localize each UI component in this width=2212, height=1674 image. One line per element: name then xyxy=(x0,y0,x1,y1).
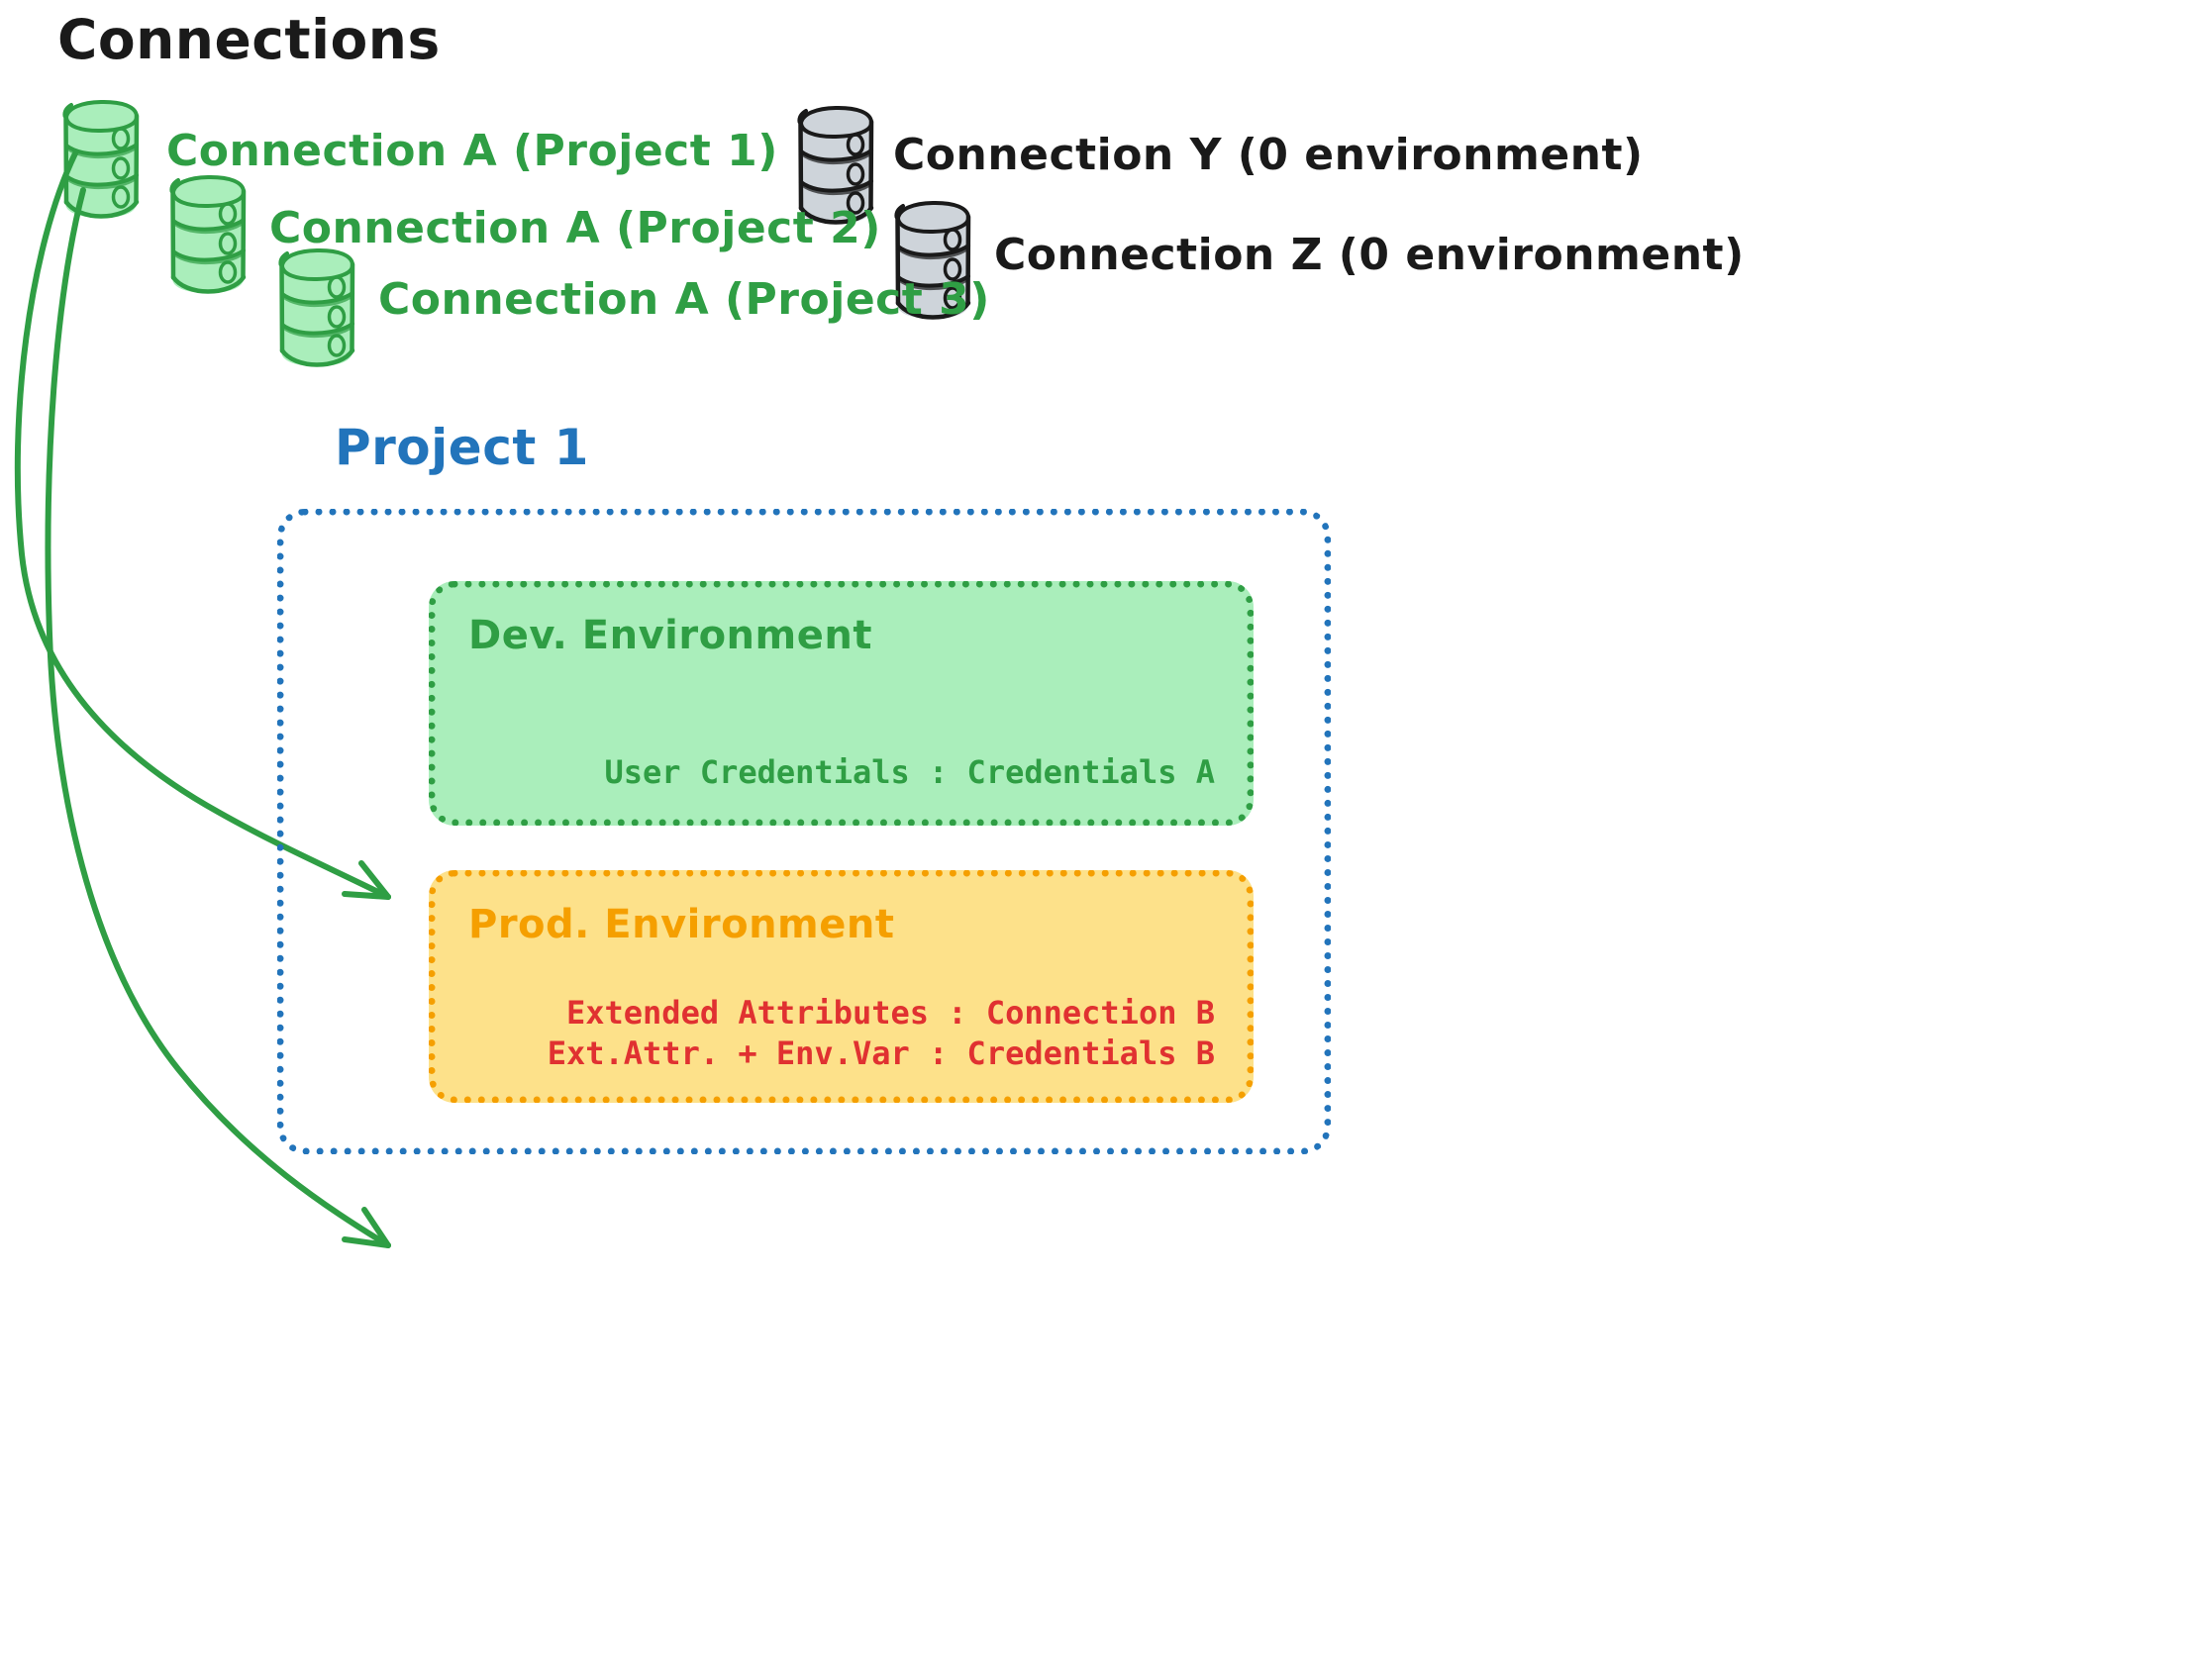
prod-environment-title: Prod. Environment xyxy=(468,902,895,947)
prod-line-1: Extended Attributes : Connection B xyxy=(565,994,1215,1033)
connection-label-a3: Connection A (Project 3) xyxy=(378,274,990,325)
project-label: Project 1 xyxy=(335,419,589,476)
dev-environment-title: Dev. Environment xyxy=(468,613,872,658)
database-icon-connection-a1 xyxy=(64,101,137,218)
dev-environment-box: Dev. Environment User Credentials : Cred… xyxy=(429,581,1254,826)
database-icon-connection-a3 xyxy=(280,249,352,366)
dev-environment-credentials: User Credentials : Credentials A xyxy=(604,753,1216,792)
prod-line-2: Ext.Attr. + Env.Var : Credentials B xyxy=(547,1034,1215,1073)
connection-label-y: Connection Y (0 environment) xyxy=(893,130,1644,180)
database-icon-connection-a2 xyxy=(171,176,244,293)
connection-label-a1: Connection A (Project 1) xyxy=(166,126,778,176)
page-title: Connections xyxy=(57,8,441,71)
project-container xyxy=(277,509,1331,1154)
connection-label-a2: Connection A (Project 2) xyxy=(269,203,881,253)
prod-environment-box: Prod. Environment Extended Attributes : … xyxy=(429,870,1254,1103)
connection-label-z: Connection Z (0 environment) xyxy=(994,230,1745,280)
